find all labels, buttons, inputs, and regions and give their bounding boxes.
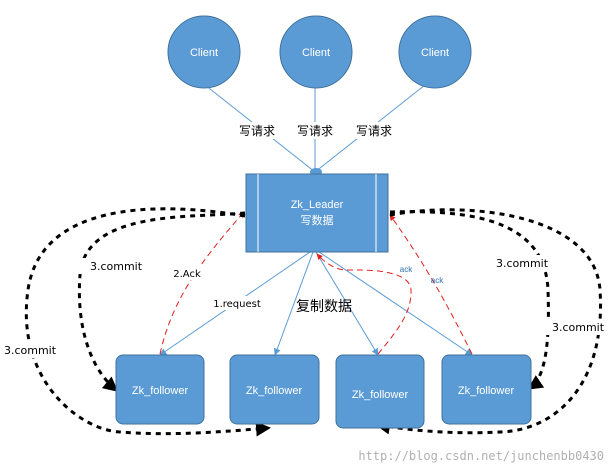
follower-1-label: Zk_follower	[132, 385, 189, 397]
follower-2-label: Zk_follower	[246, 385, 303, 397]
follower-4-label: Zk_follower	[458, 385, 515, 397]
replicate-arrow-3	[315, 251, 379, 356]
ack-label: 2.Ack	[173, 269, 201, 280]
client-1-label: Client	[190, 47, 218, 59]
write-request-label-2: 写请求	[297, 124, 333, 138]
commit-label-right-inner: 3.commit	[496, 257, 549, 270]
client-3-label: Client	[421, 47, 449, 59]
commit-arrow-right-outer	[375, 208, 603, 435]
commit-label-left-outer: 3.commit	[4, 344, 57, 357]
follower-4: Zk_follower	[441, 354, 532, 425]
write-request-label-3: 写请求	[356, 124, 392, 138]
ack-arrow-1	[159, 211, 245, 355]
follower-3-label: Zk_follower	[352, 389, 409, 401]
commit-arrow-left-outer	[24, 207, 271, 437]
request-label: 1.request	[213, 299, 261, 310]
follower-3: Zk_follower	[335, 354, 425, 429]
client-2-label: Client	[302, 47, 330, 59]
client-3: Client	[398, 15, 472, 89]
replicate-arrow-2	[273, 251, 314, 356]
ack-arrow-3	[389, 214, 473, 355]
follower-2: Zk_follower	[229, 354, 320, 425]
client-1: Client	[167, 15, 241, 89]
ack-small-label-2: ack	[431, 276, 444, 285]
leader-node: Zk_Leader 写数据	[245, 173, 389, 253]
commit-label-right-outer: 3.commit	[552, 321, 605, 334]
ack-arrow-2	[316, 253, 412, 355]
commit-label-left-inner: 3.commit	[90, 260, 143, 273]
ack-arrows	[159, 211, 473, 355]
leader-subtitle: 写数据	[301, 213, 334, 227]
client-2: Client	[279, 15, 353, 89]
replicate-data-label: 复制数据	[296, 298, 352, 315]
replicate-arrow-4	[318, 251, 473, 356]
write-request-label-1: 写请求	[239, 124, 275, 138]
ack-small-label-1: ack	[400, 265, 413, 274]
leader-title: Zk_Leader	[291, 199, 344, 211]
watermark-text: http://blog.csdn.net/junchenbb0430	[358, 449, 604, 463]
follower-1: Zk_follower	[115, 354, 205, 425]
